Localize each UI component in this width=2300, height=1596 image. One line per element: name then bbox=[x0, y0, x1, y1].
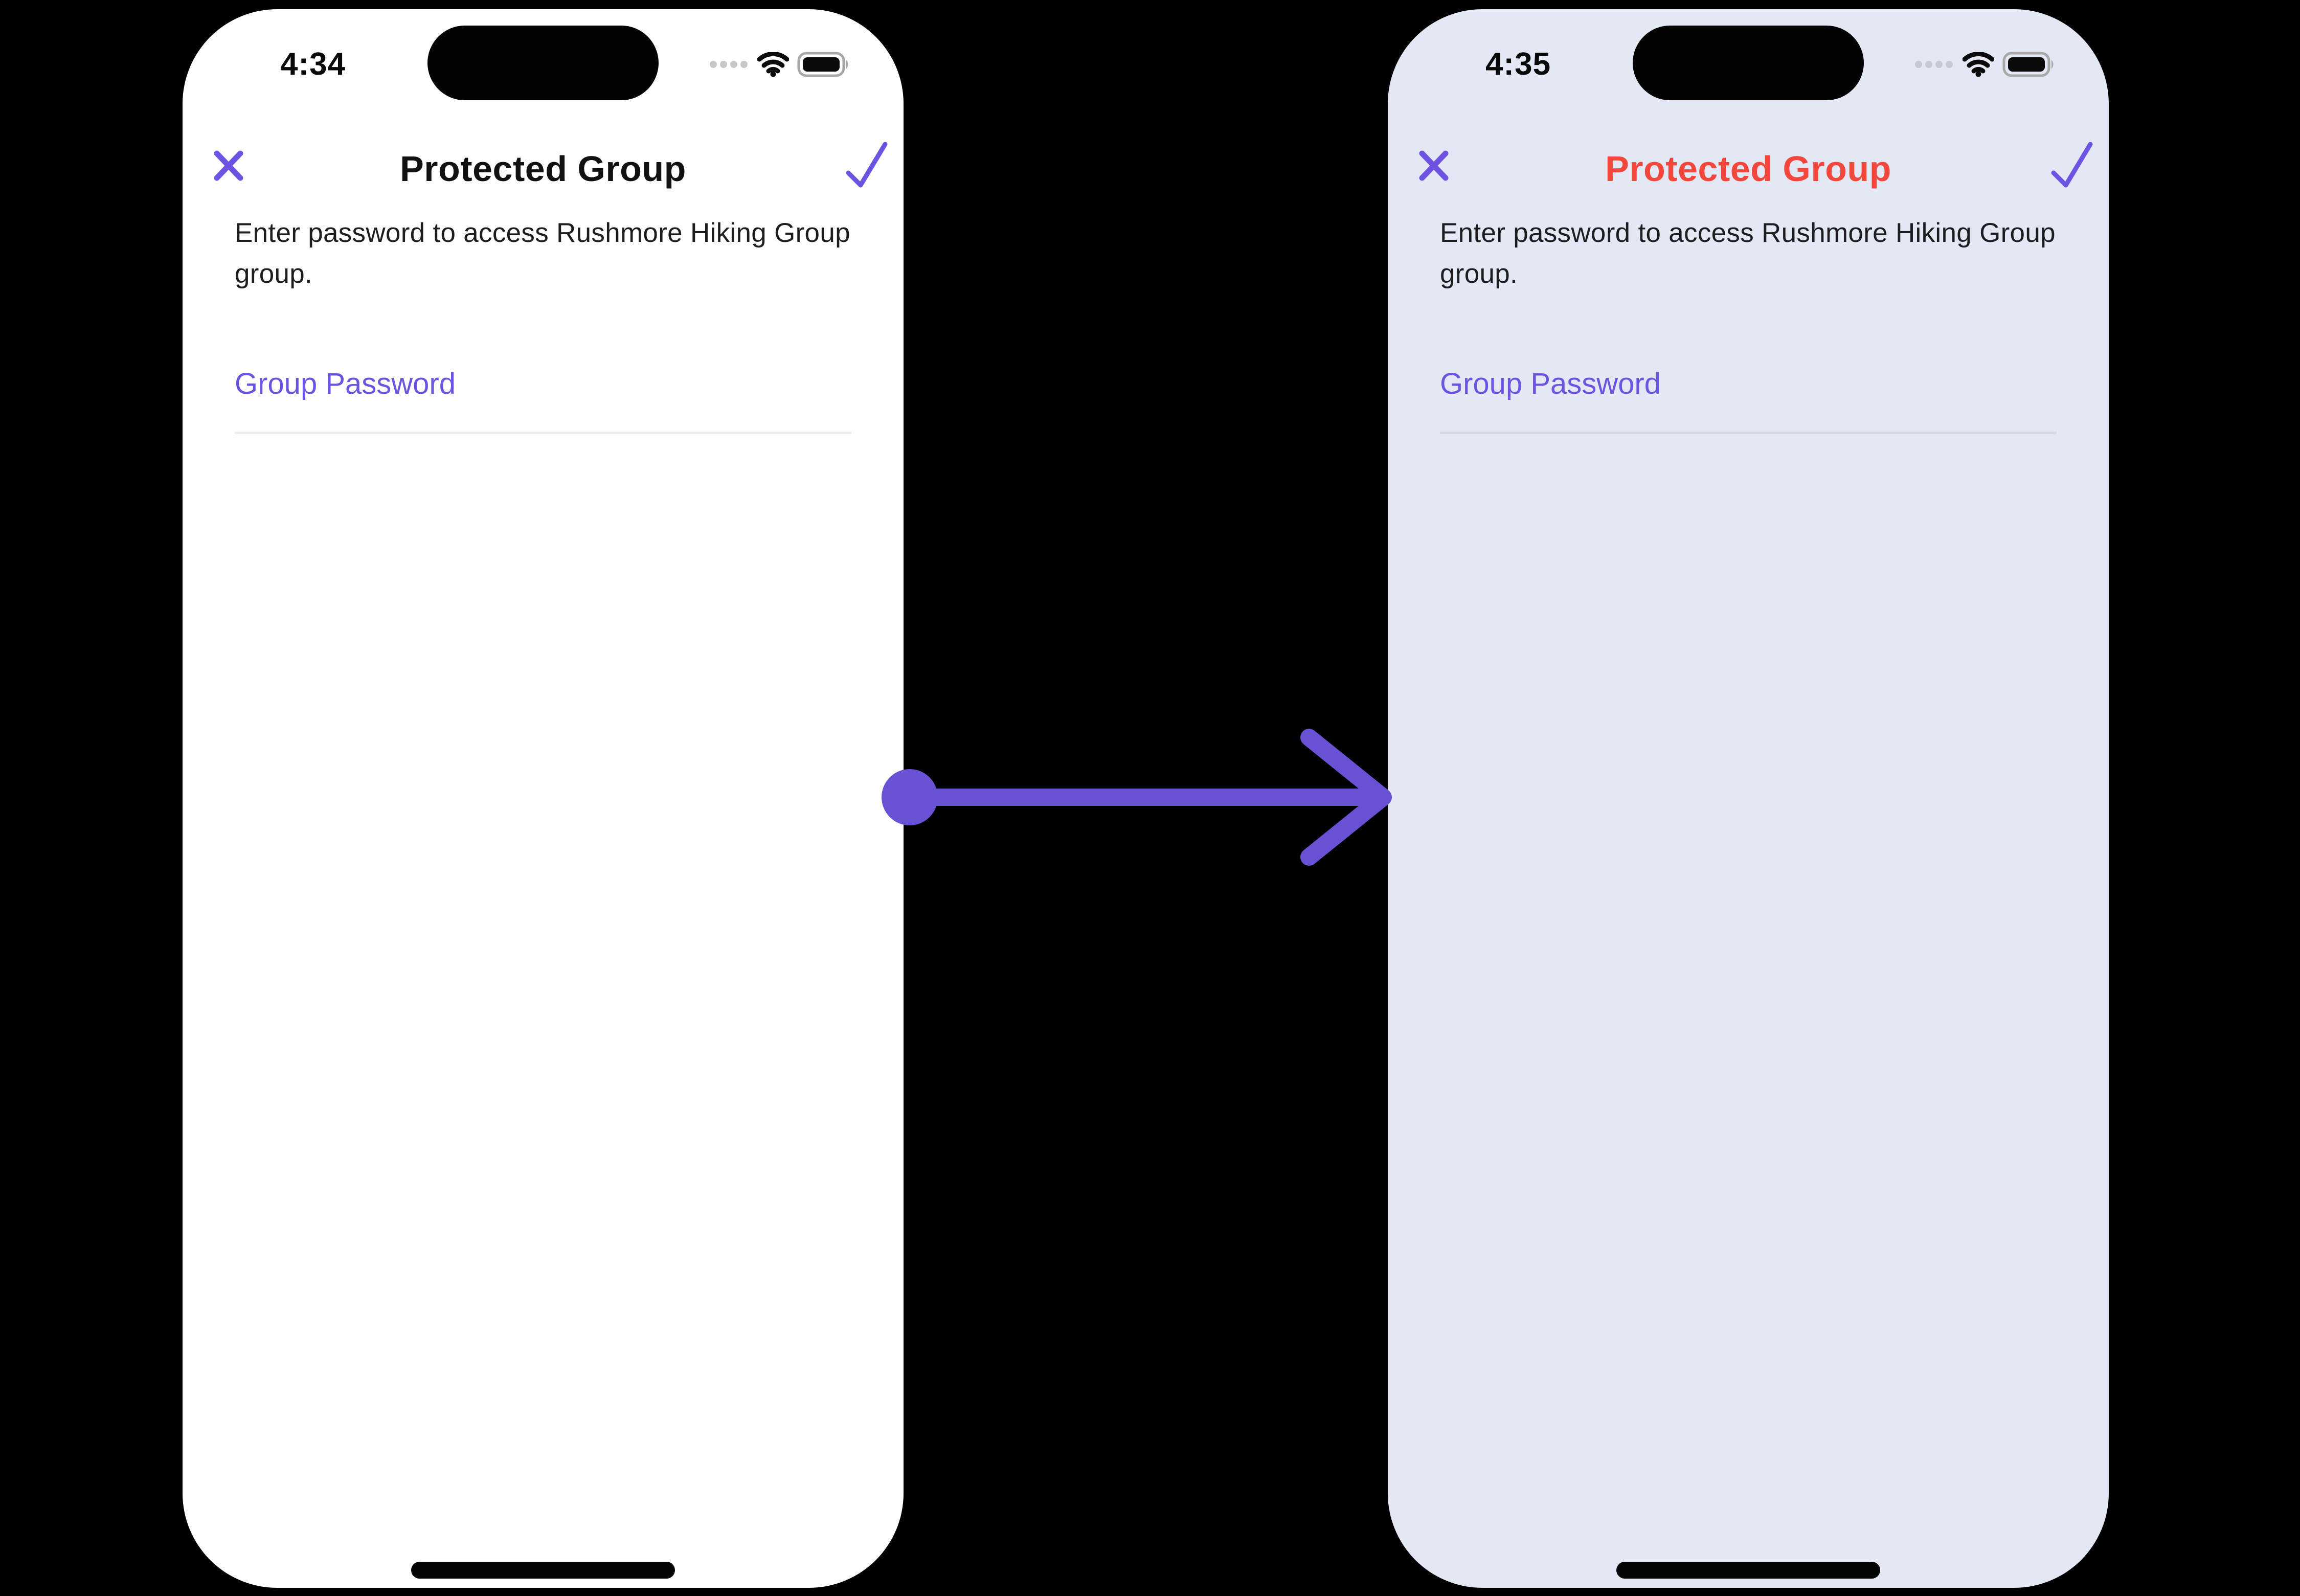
x-close-icon bbox=[1419, 150, 1449, 181]
wifi-icon bbox=[757, 52, 789, 77]
wifi-icon bbox=[1963, 52, 1994, 77]
battery-full-icon bbox=[2002, 52, 2054, 77]
status-time: 4:35 bbox=[1485, 47, 1551, 82]
cellular-dots-icon bbox=[710, 61, 748, 68]
cellular-dots-icon bbox=[1915, 61, 1953, 68]
group-password-label: Group Password bbox=[235, 367, 456, 400]
right-arrow-icon bbox=[882, 729, 1392, 866]
page-title: Protected Group bbox=[400, 149, 686, 189]
battery-full-icon bbox=[797, 52, 848, 77]
x-close-icon bbox=[214, 150, 243, 181]
checkmark-icon bbox=[846, 142, 888, 188]
dynamic-island bbox=[427, 26, 659, 100]
transition-arrow bbox=[881, 715, 1392, 880]
checkmark-icon bbox=[2051, 142, 2093, 188]
group-password-field[interactable]: Group Password bbox=[235, 367, 851, 434]
phone-after: 4:35 bbox=[1388, 9, 2109, 1588]
home-indicator[interactable] bbox=[411, 1562, 675, 1579]
status-icons bbox=[709, 50, 850, 79]
confirm-button[interactable] bbox=[2050, 141, 2093, 188]
home-indicator[interactable] bbox=[1616, 1562, 1880, 1579]
status-icons bbox=[1914, 50, 2056, 79]
confirm-button[interactable] bbox=[845, 141, 888, 188]
instruction-text: Enter password to access Rushmore Hiking… bbox=[235, 218, 850, 289]
group-password-label: Group Password bbox=[1440, 367, 1661, 400]
status-time: 4:34 bbox=[280, 47, 346, 82]
close-button[interactable] bbox=[1416, 148, 1452, 184]
phone-before: 4:34 bbox=[183, 9, 904, 1588]
dynamic-island bbox=[1633, 26, 1864, 100]
group-password-input[interactable] bbox=[235, 395, 851, 429]
instruction-text: Enter password to access Rushmore Hiking… bbox=[1440, 218, 2056, 289]
group-password-input[interactable] bbox=[1440, 395, 2057, 429]
close-button[interactable] bbox=[211, 148, 246, 184]
page-title: Protected Group bbox=[1605, 149, 1891, 189]
group-password-field[interactable]: Group Password bbox=[1440, 367, 2057, 434]
